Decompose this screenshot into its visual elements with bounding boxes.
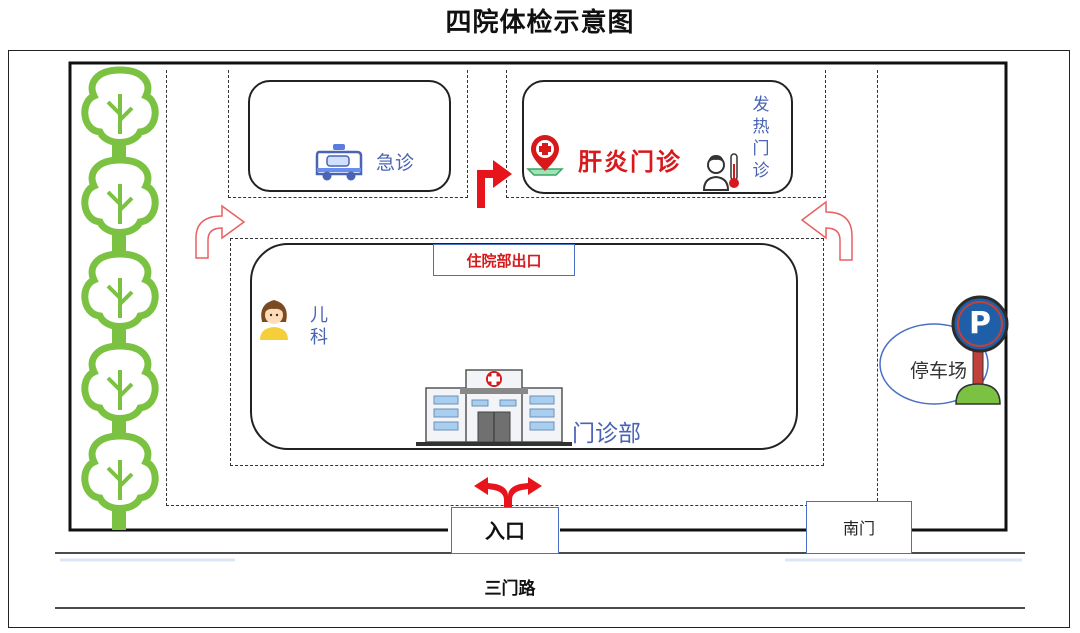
pediatrics-char: 科 bbox=[310, 327, 328, 348]
parking-sign-icon bbox=[951, 295, 1009, 353]
fever-clinic-char: 诊 bbox=[752, 161, 770, 181]
pediatrics-char: 儿 bbox=[310, 305, 328, 326]
outer-path bbox=[166, 70, 878, 506]
fever-clinic-label: 发 热 门 诊 bbox=[751, 94, 771, 182]
liver-path bbox=[506, 70, 826, 198]
split-arrow-icon bbox=[474, 477, 542, 522]
child-icon bbox=[260, 300, 288, 340]
ambulance-icon bbox=[315, 144, 363, 181]
south-gate: 南门 bbox=[806, 501, 912, 554]
fever-clinic-char: 门 bbox=[752, 139, 770, 159]
pediatrics-label: 儿 科 bbox=[309, 305, 329, 349]
inpatient-exit-label: 住院部出口 bbox=[433, 244, 575, 276]
map-frame bbox=[8, 50, 1070, 628]
liver-clinic-label: 肝炎门诊 bbox=[578, 148, 682, 176]
outpatient-label: 门诊部 bbox=[572, 421, 641, 447]
hospital-pin-icon bbox=[526, 135, 564, 176]
entrance-gate: 入口 bbox=[451, 507, 559, 554]
parking-label: 停车场 bbox=[910, 360, 968, 382]
parking-sign-letter: P bbox=[969, 306, 991, 341]
hospital-building-icon bbox=[416, 369, 572, 446]
turn-arrow-icon bbox=[800, 200, 853, 261]
tree-row bbox=[81, 66, 159, 530]
turn-arrow-icon bbox=[195, 204, 246, 259]
fever-clinic-char: 热 bbox=[752, 117, 770, 137]
road-label: 三门路 bbox=[484, 579, 536, 599]
fever-clinic-char: 发 bbox=[752, 95, 770, 115]
emergency-label: 急诊 bbox=[376, 152, 415, 174]
turn-arrow-icon bbox=[477, 160, 512, 208]
map-title: 四院体检示意图 bbox=[445, 8, 635, 38]
outpatient-path bbox=[230, 238, 824, 466]
liver-clinic-building bbox=[522, 80, 793, 194]
emergency-path bbox=[228, 70, 468, 198]
doctor-thermometer-icon bbox=[702, 153, 739, 191]
